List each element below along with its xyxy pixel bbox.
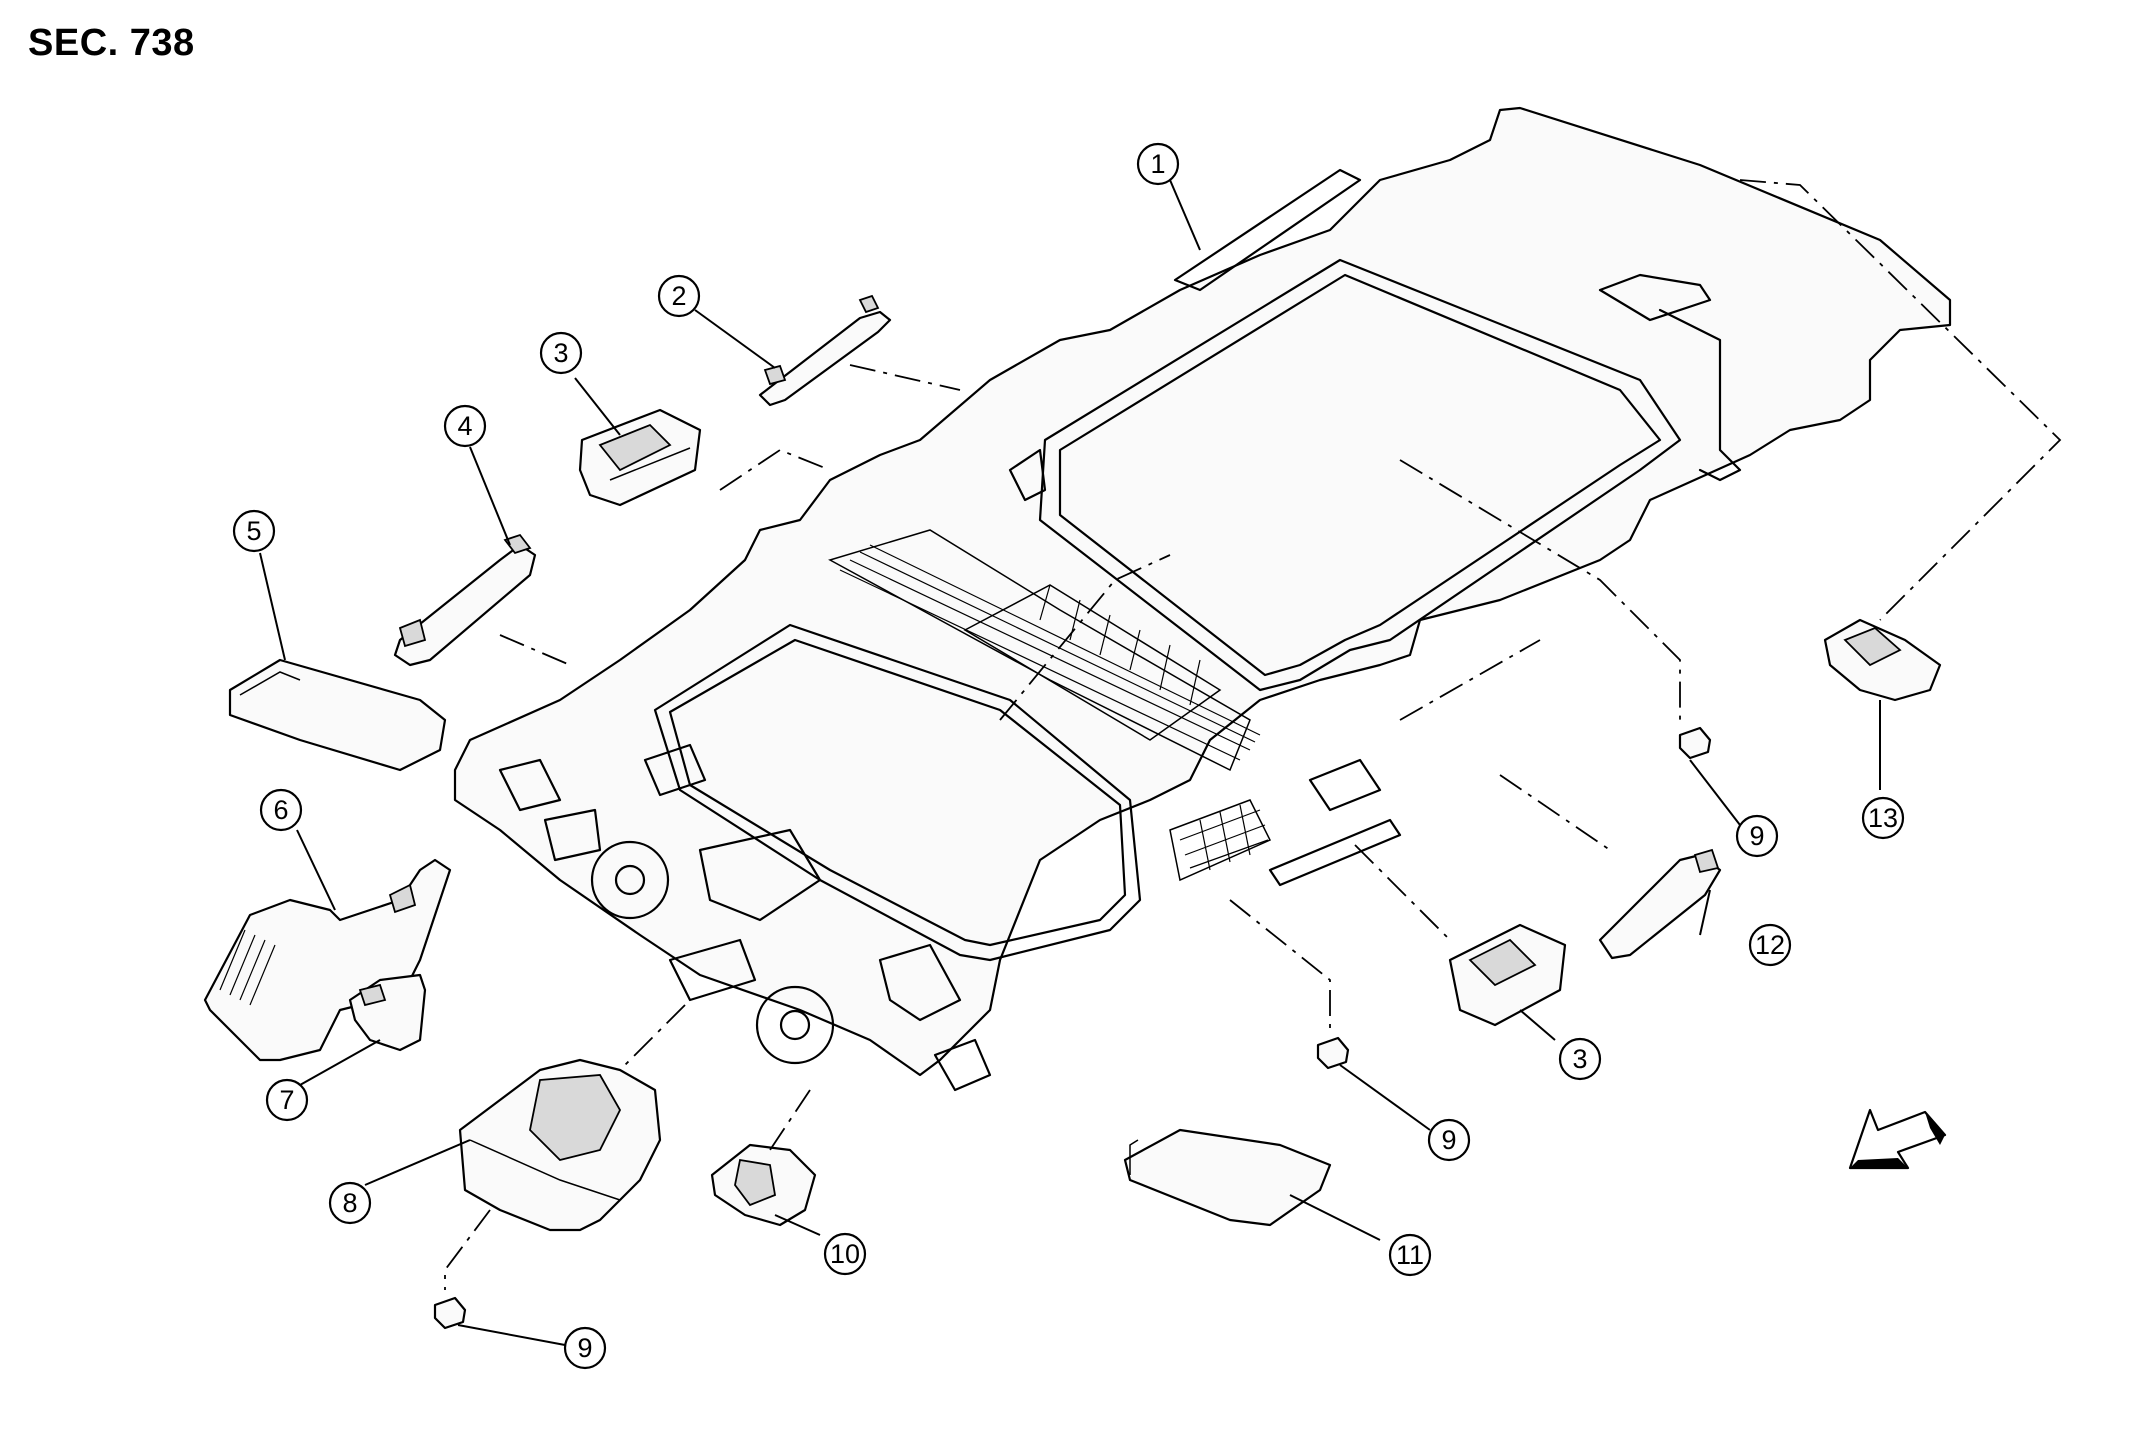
callout-3: 3 — [539, 331, 583, 375]
assembly-lines — [444, 179, 2062, 1290]
assist-grip-rh — [1598, 848, 1722, 960]
sun-visor-lh — [228, 658, 447, 772]
callout-label: 9 — [1441, 1125, 1456, 1155]
callout-7: 7 — [265, 1078, 309, 1122]
room-lamp-upper — [578, 408, 702, 507]
callout-label: 8 — [342, 1188, 357, 1218]
callout-9-lower: 9 — [563, 1326, 607, 1370]
callout-label: 6 — [273, 795, 288, 825]
callout-label: 2 — [671, 281, 686, 311]
callout-6: 6 — [259, 788, 303, 832]
callout-leaders — [259, 179, 1881, 1346]
callout-12: 12 — [1748, 923, 1792, 967]
assist-grip-front — [393, 533, 537, 667]
callout-label: 11 — [1396, 1240, 1424, 1270]
callout-label: 1 — [1150, 149, 1165, 179]
callout-label: 3 — [1572, 1044, 1587, 1074]
headlining-panel — [453, 106, 1952, 1092]
callout-label: 12 — [1755, 930, 1785, 960]
cover-small — [710, 1143, 817, 1227]
front-direction-arrow-icon — [1848, 1108, 1947, 1170]
callout-9-middle: 9 — [1427, 1118, 1471, 1162]
callout-label: 7 — [279, 1085, 294, 1115]
callout-5: 5 — [232, 509, 276, 553]
clip-9b — [1316, 1036, 1350, 1070]
callout-label: 10 — [830, 1239, 860, 1269]
rear-room-lamp — [1823, 618, 1942, 702]
callout-8: 8 — [328, 1181, 372, 1225]
callout-label: 9 — [1749, 821, 1764, 851]
callout-3-lower: 3 — [1558, 1037, 1602, 1081]
clip-9c — [433, 1296, 467, 1330]
room-lamp-lower — [1448, 923, 1567, 1027]
callout-11: 11 — [1388, 1233, 1432, 1277]
callout-9-upper: 9 — [1735, 814, 1779, 858]
callout-label: 5 — [246, 516, 261, 546]
callout-10: 10 — [823, 1232, 867, 1276]
callout-label: 9 — [577, 1333, 592, 1363]
map-lamp — [458, 1058, 662, 1232]
assist-grip-rear — [758, 294, 892, 407]
bracket-small — [348, 973, 427, 1052]
console-bracket — [203, 858, 452, 1062]
callout-label: 4 — [457, 411, 472, 441]
callout-label: 3 — [553, 338, 568, 368]
callout-1: 1 — [1136, 142, 1180, 186]
callout-2: 2 — [657, 274, 701, 318]
callout-label: 13 — [1868, 803, 1898, 833]
callout-13: 13 — [1861, 796, 1905, 840]
sun-visor-rh — [1123, 1128, 1332, 1227]
clip-9a — [1678, 726, 1712, 760]
callout-4: 4 — [443, 404, 487, 448]
section-title: SEC. 738 — [28, 22, 195, 64]
